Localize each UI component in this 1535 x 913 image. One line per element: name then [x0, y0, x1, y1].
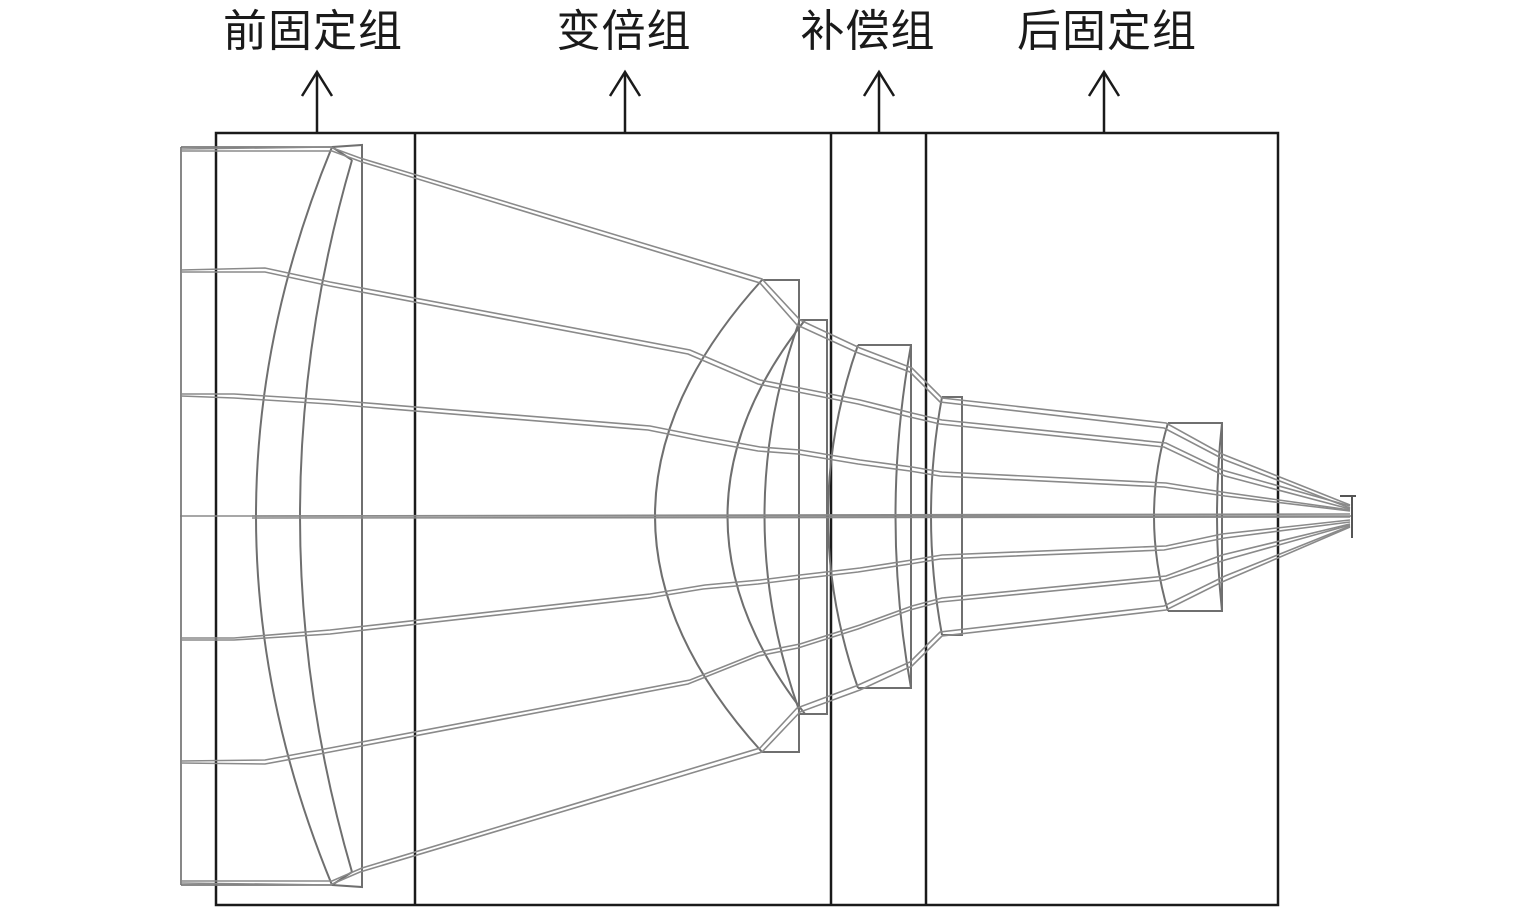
label-front-fixed-group: 前固定组	[223, 6, 403, 57]
ray-top-2	[180, 267, 1351, 510]
group-frames	[214, 131, 1280, 907]
ray-bottom-1	[180, 525, 1351, 886]
ray-bottom-2	[180, 523, 1351, 765]
arrow-front-fixed	[300, 69, 334, 133]
label-zoom-group: 变倍组	[556, 6, 692, 57]
ray-top-1	[180, 146, 1351, 509]
frame-outer	[214, 131, 1280, 907]
group-arrows	[300, 69, 1121, 133]
label-rear-fixed-group: 后固定组	[1017, 6, 1197, 57]
arrow-compensation	[862, 69, 896, 133]
ray-axis	[251, 513, 1351, 519]
image-plane	[1340, 495, 1356, 538]
ray-bottom-3	[181, 519, 1351, 641]
arrow-rear-fixed	[1087, 69, 1121, 133]
arrow-zoom	[608, 69, 642, 133]
ray-top-3	[180, 393, 1351, 512]
ray-bundles	[180, 146, 1351, 886]
lens-compensation	[827, 344, 912, 689]
label-compensation-group: 补偿组	[800, 6, 936, 57]
